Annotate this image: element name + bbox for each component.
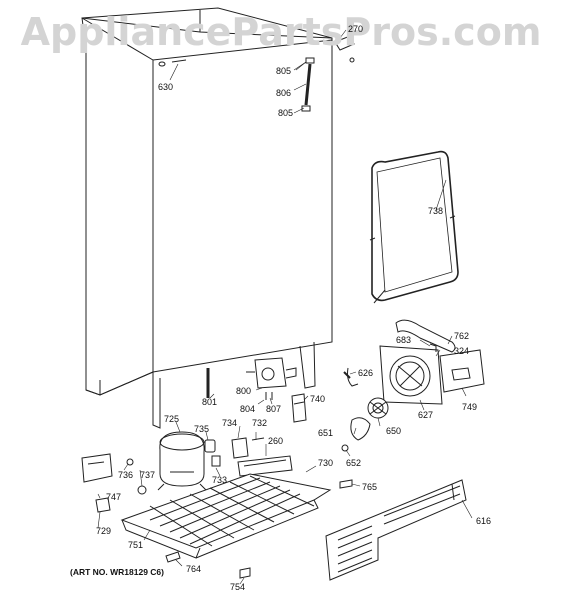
callout-805-bottom: 805 <box>278 108 294 118</box>
callout-738: 738 <box>428 206 444 216</box>
callout-650: 650 <box>386 426 402 436</box>
cabinet-body <box>81 7 333 429</box>
duct-part <box>395 319 456 353</box>
leader-lines <box>97 29 473 585</box>
callout-804: 804 <box>240 404 256 414</box>
callout-801: 801 <box>202 397 218 407</box>
callout-729: 729 <box>96 526 112 536</box>
callout-683: 683 <box>396 335 412 345</box>
callout-737: 737 <box>140 470 156 480</box>
front-grille <box>325 479 467 581</box>
callout-270: 270 <box>348 24 364 34</box>
callout-734: 734 <box>222 418 238 428</box>
callout-800: 800 <box>236 386 252 396</box>
callout-732: 732 <box>252 418 268 428</box>
callout-735: 735 <box>194 424 210 434</box>
callout-260: 260 <box>268 436 284 446</box>
condenser-coil <box>120 473 332 559</box>
callout-730: 730 <box>318 458 334 468</box>
fan-blade <box>341 417 371 452</box>
wiring-harness <box>343 367 359 387</box>
small-components <box>204 437 293 477</box>
compressor <box>157 431 207 491</box>
callout-805-top: 805 <box>276 66 292 76</box>
callout-764: 764 <box>186 564 202 574</box>
callout-806: 806 <box>276 88 292 98</box>
watermark-text: AppliancePartsPros.com <box>20 10 542 54</box>
callout-749: 749 <box>462 402 478 412</box>
callout-762: 762 <box>454 331 470 341</box>
callout-324: 324 <box>454 346 470 356</box>
callout-627: 627 <box>418 410 434 420</box>
callout-652: 652 <box>346 458 362 468</box>
heater-loop <box>369 150 459 304</box>
art-number: (ART NO. WR18129 C6) <box>70 567 164 577</box>
callout-616: 616 <box>476 516 492 526</box>
callout-725: 725 <box>164 414 180 424</box>
callout-651: 651 <box>318 428 334 438</box>
relay <box>291 393 307 423</box>
top-fittings <box>293 35 355 114</box>
fan-housing <box>379 343 443 405</box>
callout-626: 626 <box>358 368 374 378</box>
callout-751: 751 <box>128 540 144 550</box>
callout-807: 807 <box>266 404 282 414</box>
fan-motor <box>367 397 389 419</box>
left-bracket <box>81 453 147 513</box>
callout-733: 733 <box>212 475 228 485</box>
callout-754: 754 <box>230 582 246 592</box>
clips <box>165 479 353 579</box>
callout-765: 765 <box>362 482 378 492</box>
cover-plate <box>439 349 485 393</box>
callout-740: 740 <box>310 394 326 404</box>
callout-630: 630 <box>158 82 174 92</box>
callout-747: 747 <box>106 492 122 502</box>
callout-736: 736 <box>118 470 134 480</box>
water-valve <box>246 357 297 400</box>
